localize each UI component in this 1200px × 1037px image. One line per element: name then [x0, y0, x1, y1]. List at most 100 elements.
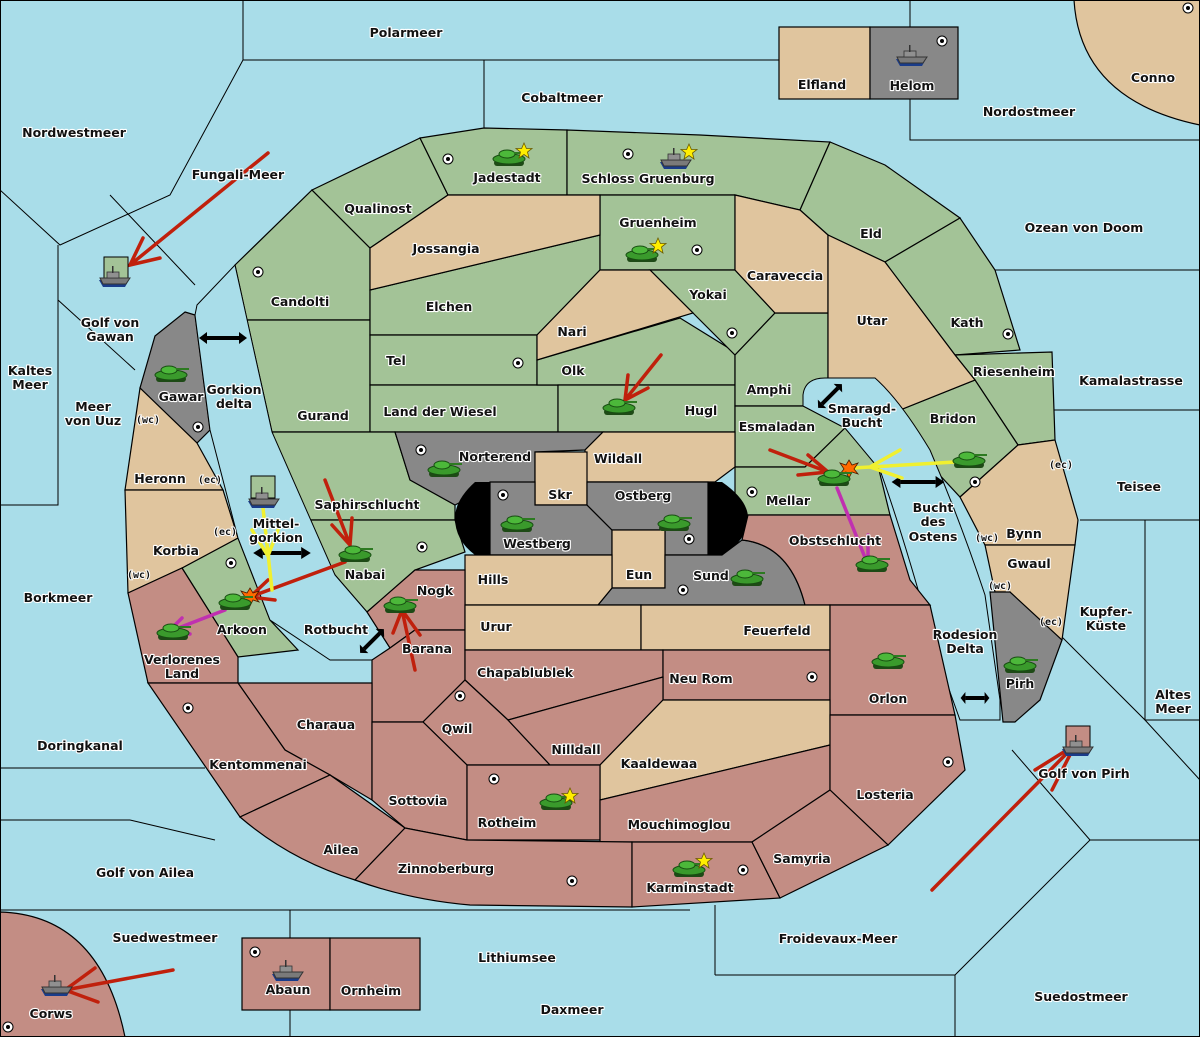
sea-label: Golf von	[81, 315, 140, 330]
territory-label: Norterend	[459, 449, 531, 464]
territory-label: Jossangia	[411, 241, 479, 256]
territory-label: Elfland	[798, 77, 846, 92]
sea-label: Teisee	[1117, 479, 1161, 494]
territory-label: Mouchimoglou	[628, 817, 731, 832]
sea-label: Nordwestmeer	[22, 125, 127, 140]
sea-label: von Uuz	[65, 413, 121, 428]
territory-label: Helom	[890, 78, 935, 93]
supply-center-icon	[249, 946, 261, 958]
move-arrow	[323, 478, 354, 550]
territory-label: Feuerfeld	[743, 623, 810, 638]
territory-ornheim[interactable]	[329, 937, 421, 1011]
sea-label: Suedwestmeer	[113, 930, 219, 945]
territory-label: Amphi	[747, 382, 792, 397]
move-arrow	[126, 151, 270, 268]
supply-center-icon	[936, 35, 948, 47]
territory-losteria[interactable]	[829, 714, 966, 846]
sea-label: Doringkanal	[37, 738, 123, 753]
territory-skr[interactable]	[534, 451, 588, 506]
territory-label: Kath	[951, 315, 984, 330]
territory-label: Nogk	[417, 583, 454, 598]
sea-label: Polarmeer	[370, 25, 444, 40]
territory-kentommenai[interactable]	[146, 682, 332, 818]
territory-label: Ailea	[323, 842, 358, 857]
move-arrow	[622, 353, 663, 404]
territory-corws[interactable]	[0, 911, 126, 1037]
territory-nari[interactable]	[536, 269, 695, 361]
territory-conno[interactable]	[1073, 0, 1200, 126]
coast-label-ec: (ec)	[198, 475, 222, 486]
territory-label: Land der Wiesel	[383, 404, 496, 419]
coast-label-wc: (wc)	[136, 415, 160, 426]
territory-label: Olk	[561, 363, 585, 378]
territory-label: Skr	[548, 487, 572, 502]
sea-label: Bucht	[913, 500, 954, 515]
sea-label: Meer	[1155, 701, 1191, 716]
territory-label: Chapablublek	[477, 665, 574, 680]
sea-label: Altes	[1155, 687, 1191, 702]
territory-label: Corws	[30, 1006, 73, 1021]
impassable-west-cap	[455, 482, 490, 555]
territory-label: Ornheim	[341, 983, 401, 998]
coast-label-ec: (ec)	[1049, 460, 1073, 471]
territory-label: Orlon	[869, 691, 908, 706]
sea-label: gorkion	[249, 530, 303, 545]
supply-center-icon	[2, 1021, 14, 1033]
territory-samyria[interactable]	[751, 789, 890, 899]
territory-pirh[interactable]	[989, 591, 1063, 723]
sea-labels: Polarmeer Cobaltmeer Nordwestmeer Fungal…	[7, 24, 1193, 1018]
sea-label: Kamalastrasse	[1079, 373, 1183, 388]
supply-center-icon	[942, 756, 954, 768]
territory-label: Verlorenes	[144, 652, 220, 667]
supply-center-icon	[512, 357, 524, 369]
territory-label: Land	[165, 666, 199, 681]
territory-label: Gurand	[297, 408, 349, 423]
territory-label: Bridon	[930, 411, 976, 426]
territory-label: Karminstadt	[646, 880, 733, 895]
sea-label: Rotbucht	[304, 622, 368, 637]
sea-label: Mittel-	[253, 516, 300, 531]
support-arrow	[250, 506, 280, 592]
supply-center-icon	[691, 244, 703, 256]
territory-label: Utar	[857, 313, 889, 328]
sea-label: Gawan	[86, 329, 134, 344]
territory-label: Samyria	[773, 851, 831, 866]
supply-center-icon	[488, 773, 500, 785]
territory-label: Obstschlucht	[789, 533, 881, 548]
territory-label: Mellar	[766, 493, 811, 508]
move-arrow	[768, 448, 830, 477]
territory-label: Tel	[386, 353, 406, 368]
supply-center-icon	[442, 153, 454, 165]
sea-label: Bucht	[842, 415, 883, 430]
territory-label: Westberg	[503, 536, 571, 551]
territory-label: Losteria	[856, 787, 913, 802]
sea-label: Gorkion	[206, 382, 261, 397]
supply-center-icon	[192, 421, 204, 433]
territory-label: Korbia	[153, 543, 199, 558]
territory-label: Ostberg	[615, 488, 672, 503]
territory-eun[interactable]	[611, 529, 666, 589]
sea-label: Meer	[12, 377, 48, 392]
supply-center-icon	[415, 444, 427, 456]
territory-label: Neu Rom	[669, 671, 732, 686]
sea-label: Kupfer-	[1080, 604, 1133, 619]
territory-label: Qualinost	[344, 201, 411, 216]
green-territories	[181, 127, 1056, 658]
territory-label: Bynn	[1006, 526, 1041, 541]
sea-label: Froidevaux-Meer	[779, 931, 898, 946]
territory-gruenheim[interactable]	[599, 194, 736, 271]
supply-center-icon	[416, 541, 428, 553]
territory-korbia[interactable]	[124, 489, 239, 594]
sea-label: Borkmeer	[24, 590, 94, 605]
territory-label: Eun	[626, 567, 652, 582]
supply-center-icon	[497, 489, 509, 501]
territory-jossangia[interactable]	[369, 194, 601, 291]
sea-label: Ostens	[909, 529, 958, 544]
territory-label: Gawar	[159, 389, 205, 404]
sea-smaragd-bucht[interactable]	[802, 377, 1001, 721]
sea-label: Ozean von Doom	[1025, 220, 1144, 235]
territory-label: Yokai	[688, 287, 727, 302]
supply-center-icon	[182, 702, 194, 714]
territory-elfland[interactable]	[778, 26, 871, 100]
territory-label: Gwaul	[1007, 556, 1050, 571]
